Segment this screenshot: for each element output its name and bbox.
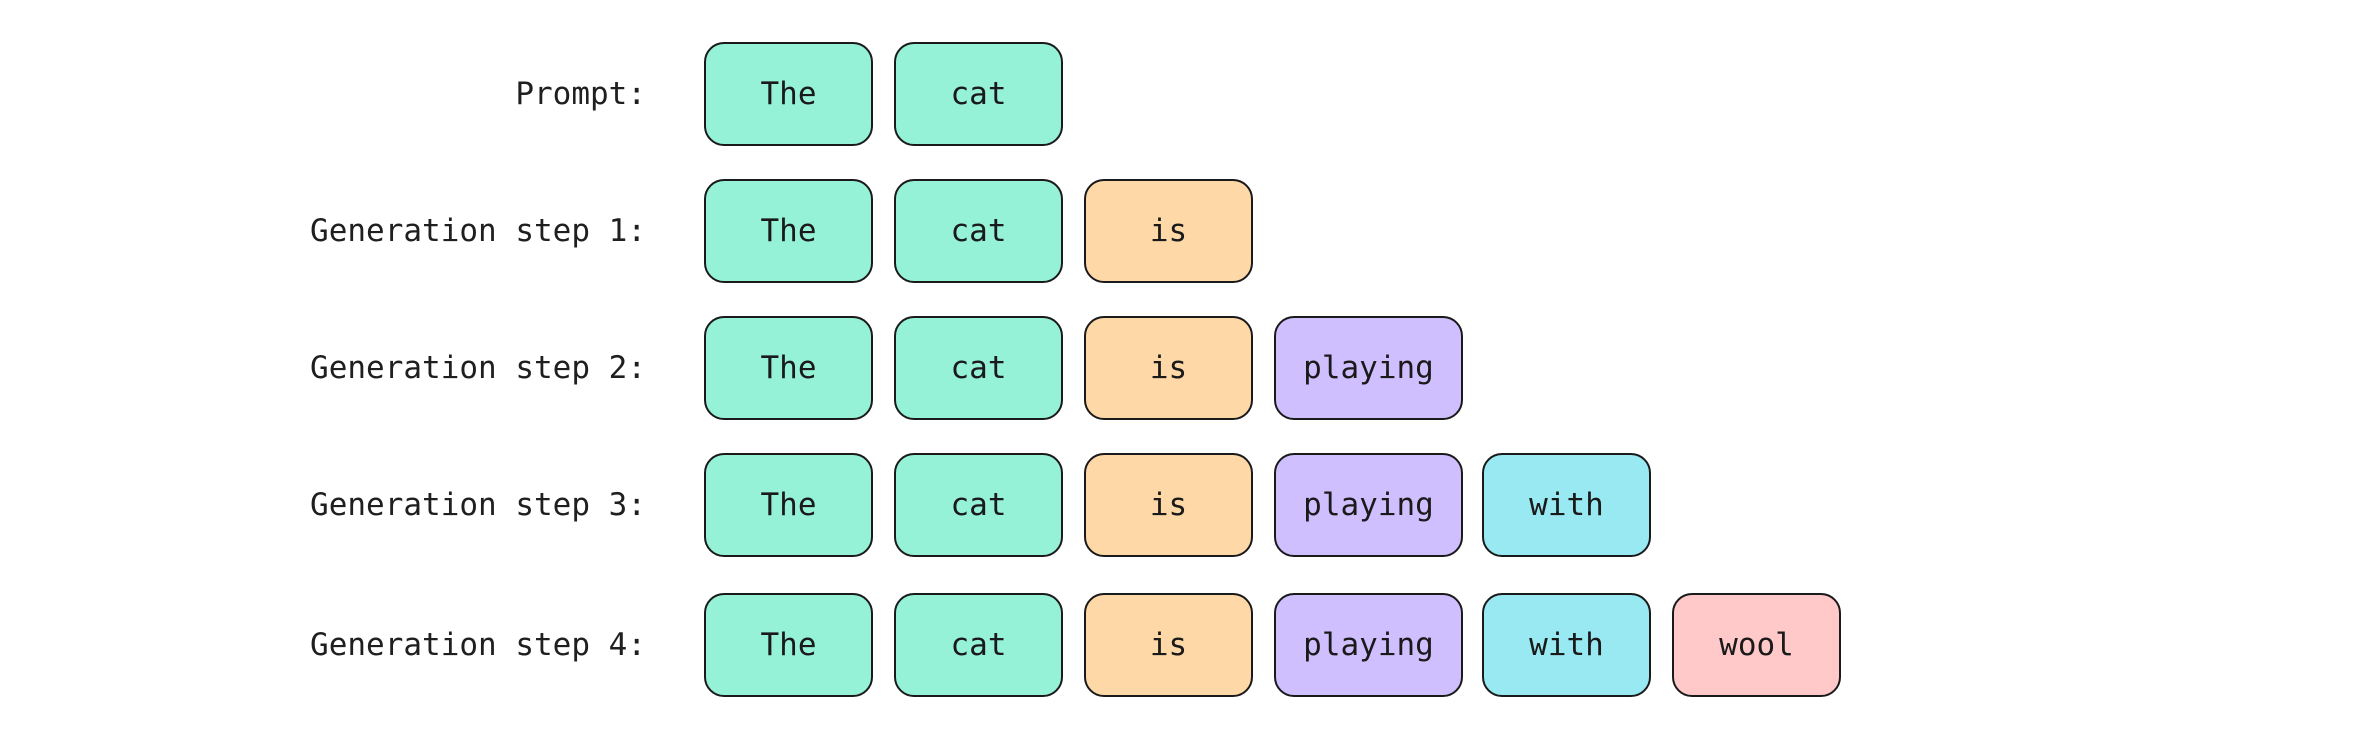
- token-text: cat: [950, 212, 1007, 249]
- token-text: playing: [1303, 349, 1434, 386]
- token-box-is: is: [1084, 179, 1253, 283]
- row-label: Generation step 3:: [310, 487, 646, 523]
- row-label: Prompt:: [515, 76, 646, 112]
- token-text: cat: [950, 626, 1007, 663]
- token-box-The: The: [704, 179, 873, 283]
- token-box-wool: wool: [1672, 593, 1841, 697]
- token-box-playing: playing: [1274, 453, 1463, 557]
- token-box-The: The: [704, 316, 873, 420]
- token-text: playing: [1303, 486, 1434, 523]
- token-text: The: [760, 349, 817, 386]
- token-text: The: [760, 486, 817, 523]
- token-text: playing: [1303, 626, 1434, 663]
- token-box-playing: playing: [1274, 593, 1463, 697]
- token-text: cat: [950, 486, 1007, 523]
- token-box-with: with: [1482, 593, 1651, 697]
- token-box-cat: cat: [894, 593, 1063, 697]
- row-label: Generation step 1:: [310, 213, 646, 249]
- token-box-is: is: [1084, 593, 1253, 697]
- token-box-is: is: [1084, 453, 1253, 557]
- token-box-with: with: [1482, 453, 1651, 557]
- token-box-The: The: [704, 593, 873, 697]
- token-text: is: [1149, 626, 1188, 663]
- token-box-cat: cat: [894, 316, 1063, 420]
- row-label: Generation step 4:: [310, 627, 646, 663]
- token-text: The: [760, 626, 817, 663]
- token-text: The: [760, 75, 817, 112]
- token-text: cat: [950, 75, 1007, 112]
- token-box-is: is: [1084, 316, 1253, 420]
- token-text: is: [1149, 486, 1188, 523]
- token-text: wool: [1719, 626, 1794, 663]
- row-label: Generation step 2:: [310, 350, 646, 386]
- token-box-The: The: [704, 42, 873, 146]
- token-box-cat: cat: [894, 179, 1063, 283]
- token-text: with: [1529, 486, 1604, 523]
- token-text: with: [1529, 626, 1604, 663]
- token-text: The: [760, 212, 817, 249]
- token-box-playing: playing: [1274, 316, 1463, 420]
- token-text: is: [1149, 212, 1188, 249]
- token-box-The: The: [704, 453, 873, 557]
- token-box-cat: cat: [894, 42, 1063, 146]
- token-text: cat: [950, 349, 1007, 386]
- token-box-cat: cat: [894, 453, 1063, 557]
- token-text: is: [1149, 349, 1188, 386]
